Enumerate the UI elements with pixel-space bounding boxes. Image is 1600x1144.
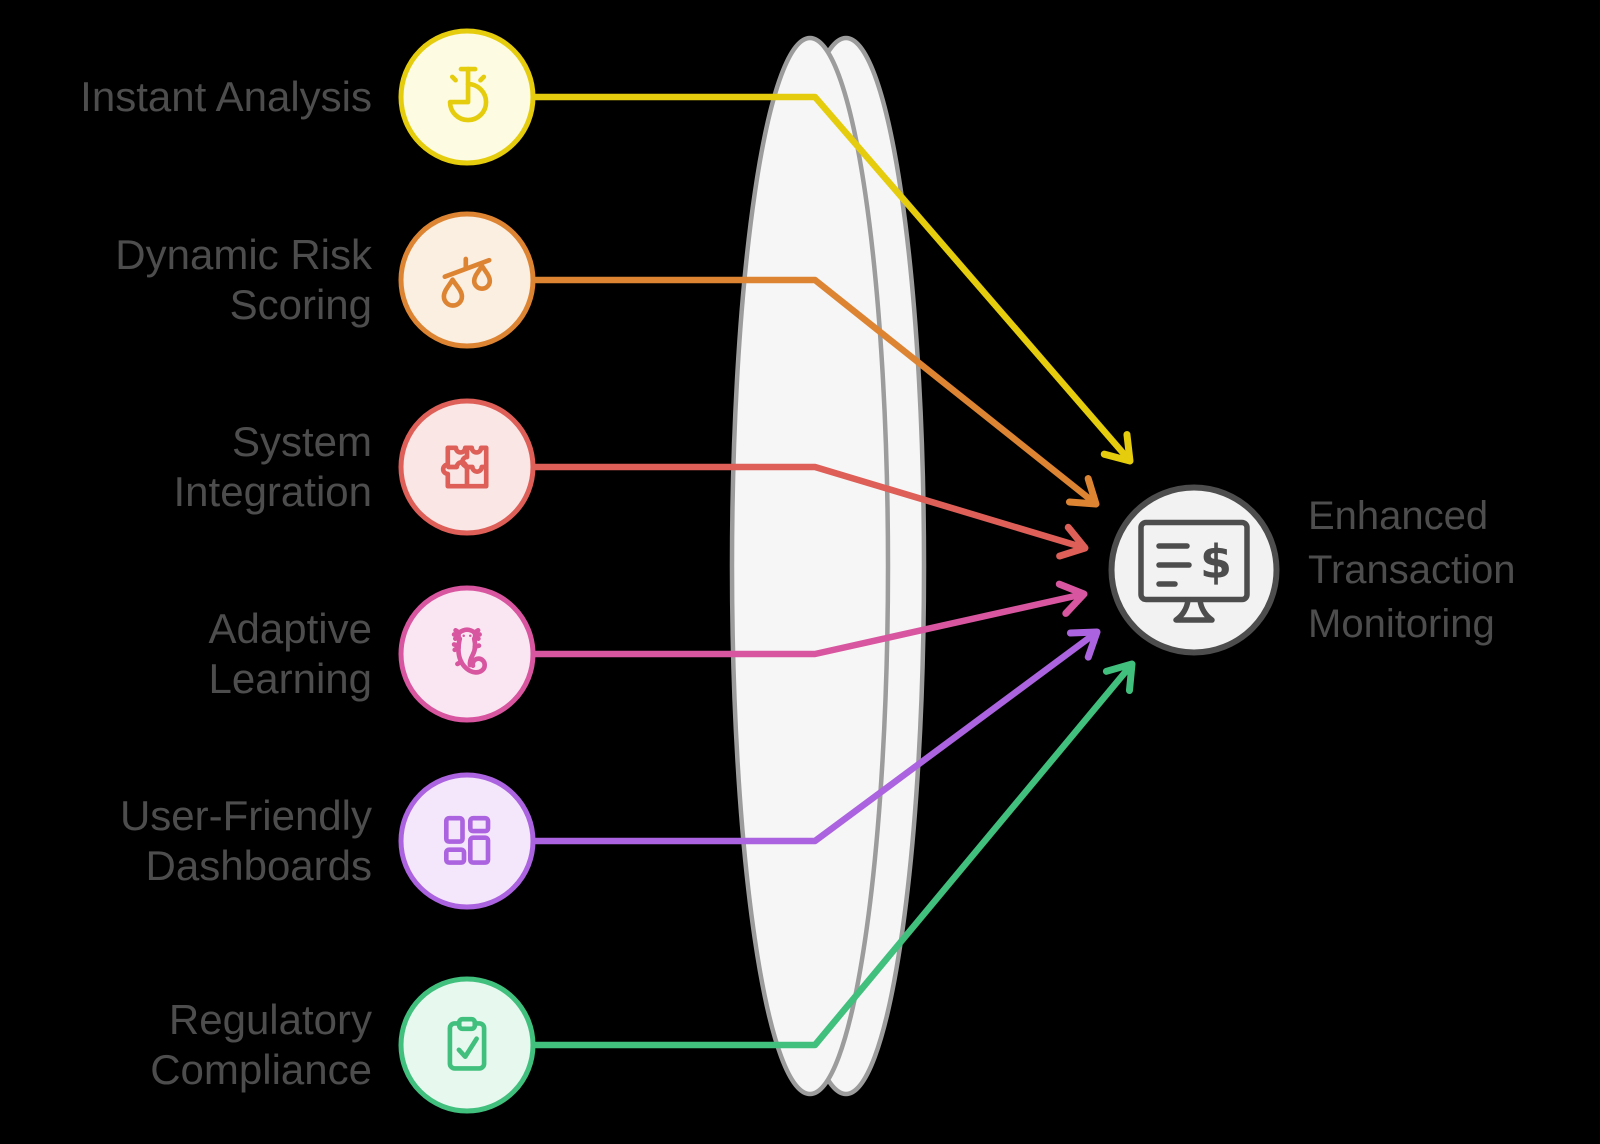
dashboard-icon bbox=[443, 815, 491, 865]
lens-front-face bbox=[729, 35, 891, 1097]
axolotl-eye bbox=[462, 634, 465, 637]
feature-icons bbox=[440, 66, 493, 1071]
monitor-dollar-icon bbox=[1138, 519, 1250, 623]
scales-icon bbox=[441, 256, 493, 308]
axolotl-eye bbox=[469, 634, 472, 637]
axolotl-icon bbox=[451, 627, 488, 675]
connectors bbox=[533, 93, 1136, 1049]
feature-label-dashboards: User-Friendly Dashboards bbox=[119, 792, 372, 889]
target-label: Enhanced Transaction Monitoring bbox=[1308, 494, 1516, 646]
connector-dynamic-risk bbox=[533, 276, 1100, 508]
connector-instant-analysis bbox=[533, 93, 1134, 465]
badge-dashboards bbox=[398, 772, 536, 910]
puzzle-icon bbox=[440, 445, 489, 489]
feature-label-dynamic-risk: Dynamic Risk Scoring bbox=[115, 231, 372, 328]
feature-label-adaptive-learning: Adaptive Learning bbox=[208, 605, 372, 702]
feature-label-compliance: Regulatory Compliance bbox=[150, 996, 372, 1093]
connector-dashboards bbox=[533, 628, 1101, 845]
connector-adaptive-learning bbox=[533, 580, 1088, 658]
feature-label-instant-analysis: Instant Analysis bbox=[80, 73, 372, 120]
target-badge: $ bbox=[1108, 484, 1280, 656]
timer-icon bbox=[447, 66, 489, 123]
badge-adaptive-learning bbox=[398, 585, 536, 723]
feature-badges bbox=[398, 28, 536, 1114]
connector-compliance bbox=[533, 660, 1136, 1049]
badge-compliance bbox=[398, 976, 536, 1114]
feature-label-system-integration: System Integration bbox=[173, 418, 372, 515]
clipboard-clip bbox=[456, 1016, 478, 1032]
dollar-glyph: $ bbox=[1200, 535, 1232, 589]
target-circle bbox=[1108, 484, 1280, 656]
lens-shape bbox=[729, 35, 927, 1097]
connector-system-integration bbox=[533, 463, 1089, 560]
clipboard-check-icon bbox=[447, 1016, 487, 1071]
badge-dynamic-risk bbox=[398, 211, 536, 349]
